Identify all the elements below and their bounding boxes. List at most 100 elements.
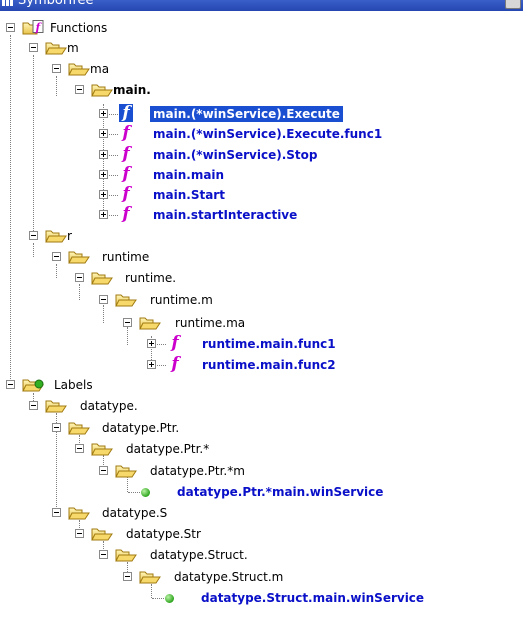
function-icon: f	[119, 104, 133, 122]
expand-toggle[interactable]	[99, 150, 108, 159]
collapse-toggle[interactable]	[99, 550, 108, 559]
function-label: main.main	[153, 168, 225, 182]
tree-node-function[interactable]: f runtime.main.func1	[0, 334, 500, 354]
tree-node-function[interactable]: f main.main	[0, 165, 500, 185]
expand-toggle[interactable]	[99, 210, 108, 219]
expand-toggle[interactable]	[147, 360, 156, 369]
collapse-toggle[interactable]	[6, 23, 15, 32]
window-title: SymbolTree	[18, 0, 94, 8]
folder-open-icon	[91, 443, 113, 456]
folder-open-icon	[139, 571, 161, 584]
collapse-toggle[interactable]	[75, 444, 84, 453]
tree-node-datatype[interactable]: datatype.	[0, 396, 500, 416]
node-label: r	[67, 229, 72, 243]
collapse-toggle[interactable]	[99, 295, 108, 304]
tree-node-m[interactable]: m	[0, 38, 500, 58]
node-label: datatype.Ptr.*	[126, 442, 210, 456]
tree-node-ptr-star-m[interactable]: datatype.Ptr.*m	[0, 461, 500, 481]
tree-node-function[interactable]: f main.(*winService).Stop	[0, 145, 500, 165]
tree-node-labels[interactable]: Labels	[0, 375, 500, 395]
function-label: runtime.main.func1	[202, 337, 336, 351]
tree-node-function[interactable]: f main.(*winService).Execute.func1	[0, 124, 500, 144]
tree-node-ma[interactable]: ma	[0, 59, 500, 79]
expand-toggle[interactable]	[99, 170, 108, 179]
collapse-toggle[interactable]	[75, 529, 84, 538]
function-label: main.Start	[153, 188, 225, 202]
folder-open-icon	[115, 294, 137, 307]
function-label: main.startInteractive	[153, 208, 298, 222]
node-label: datatype.Ptr.*m	[150, 464, 245, 478]
collapse-toggle[interactable]	[52, 508, 61, 517]
node-label: main.	[113, 83, 151, 97]
collapse-toggle[interactable]	[52, 252, 61, 261]
function-icon: f	[122, 164, 130, 184]
node-label: datatype.Struct.m	[174, 570, 284, 584]
node-label: datatype.S	[102, 506, 168, 520]
collapse-toggle[interactable]	[6, 380, 15, 389]
folder-open-icon	[45, 42, 67, 55]
expand-toggle[interactable]	[147, 339, 156, 348]
tree-node-label-leaf[interactable]: datatype.Struct.main.winService	[0, 588, 500, 608]
tree-node-runtime[interactable]: runtime	[0, 247, 500, 267]
function-label: main.(*winService).Execute	[150, 106, 343, 122]
tree-node-functions[interactable]: f Functions	[0, 18, 500, 38]
collapse-toggle[interactable]	[29, 401, 38, 410]
tree-node-struct-m[interactable]: datatype.Struct.m	[0, 567, 500, 587]
label-folder-icon	[22, 379, 44, 392]
collapse-toggle[interactable]	[52, 64, 61, 73]
functions-label: Functions	[50, 21, 108, 35]
collapse-toggle[interactable]	[123, 318, 132, 327]
window-titlebar: SymbolTree	[0, 0, 523, 11]
tree-node-function[interactable]: f main.(*winService).Execute	[0, 104, 500, 124]
function-label: main.(*winService).Execute.func1	[153, 127, 383, 141]
folder-open-icon	[115, 549, 137, 562]
function-icon: f	[122, 123, 130, 143]
tree-node-runtime-ma[interactable]: runtime.ma	[0, 313, 500, 333]
tree-node-function[interactable]: f main.startInteractive	[0, 205, 500, 225]
collapse-toggle[interactable]	[52, 423, 61, 432]
tree-node-s[interactable]: datatype.S	[0, 503, 500, 523]
function-icon: f	[122, 184, 130, 204]
tree-node-function[interactable]: f runtime.main.func2	[0, 355, 500, 375]
collapse-toggle[interactable]	[29, 231, 38, 240]
folder-open-icon	[45, 400, 67, 413]
function-label: main.(*winService).Stop	[153, 148, 318, 162]
collapse-toggle[interactable]	[75, 85, 84, 94]
labels-label: Labels	[54, 378, 93, 392]
function-icon: f	[122, 204, 130, 224]
expand-toggle[interactable]	[99, 129, 108, 138]
collapse-toggle[interactable]	[99, 466, 108, 475]
collapse-toggle[interactable]	[75, 273, 84, 282]
close-button[interactable]	[505, 0, 521, 9]
tree-node-ptr-star[interactable]: datatype.Ptr.*	[0, 439, 500, 459]
folder-open-icon	[68, 422, 90, 435]
node-label: datatype.Str	[126, 527, 201, 541]
tree-node-runtime-m[interactable]: runtime.m	[0, 290, 500, 310]
tree-node-r[interactable]: r	[0, 226, 500, 246]
tree-node-main[interactable]: main.	[0, 80, 500, 100]
tree-node-ptr[interactable]: datatype.Ptr.	[0, 418, 500, 438]
expand-toggle[interactable]	[99, 109, 108, 118]
node-label: m	[67, 41, 79, 55]
function-icon: f	[171, 354, 179, 374]
folder-open-icon	[45, 230, 67, 243]
folder-open-icon	[68, 507, 90, 520]
node-label: datatype.Ptr.	[102, 421, 180, 435]
function-icon: f	[171, 333, 179, 353]
tree-node-runtime-dot[interactable]: runtime.	[0, 268, 500, 288]
expand-toggle[interactable]	[99, 190, 108, 199]
tree-node-str[interactable]: datatype.Str	[0, 524, 500, 544]
label-leaf-text: datatype.Ptr.*main.winService	[177, 485, 384, 499]
tree-node-label-leaf[interactable]: datatype.Ptr.*main.winService	[0, 482, 500, 502]
tree-node-struct[interactable]: datatype.Struct.	[0, 545, 500, 565]
folder-open-icon	[91, 272, 113, 285]
folder-open-icon	[68, 251, 90, 264]
svg-text:f: f	[35, 21, 43, 34]
collapse-toggle[interactable]	[29, 43, 38, 52]
tree-node-function[interactable]: f main.Start	[0, 185, 500, 205]
node-label: runtime.	[125, 271, 177, 285]
collapse-toggle[interactable]	[123, 572, 132, 581]
function-icon: f	[122, 144, 130, 164]
node-label: runtime	[102, 250, 150, 264]
